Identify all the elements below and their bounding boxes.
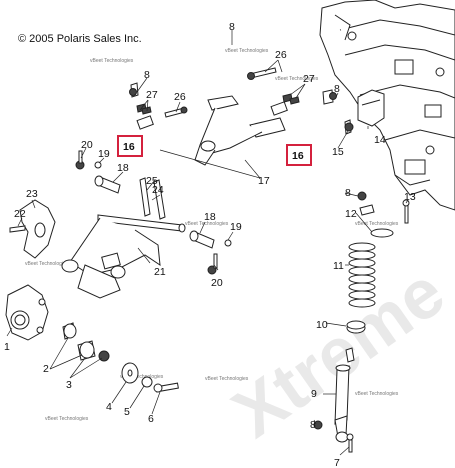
callout-13: 13: [404, 191, 416, 203]
callout-3: 3: [66, 379, 72, 391]
callout-14: 14: [374, 134, 386, 146]
callout-1: 1: [4, 341, 10, 353]
leader-lines: [6, 30, 409, 456]
watermark-small: vBeet Technologies: [25, 261, 69, 267]
callout-27-right: 27: [303, 73, 315, 85]
watermark-small: vBeet Technologies: [45, 416, 89, 422]
callout-6: 6: [148, 413, 154, 425]
callout-16-left: 16: [123, 141, 135, 153]
coil-spring-11: [348, 242, 376, 308]
bearing-carrier-1: [5, 284, 49, 341]
callout-8-shock: 8: [345, 187, 351, 199]
callout-26-left: 26: [174, 91, 186, 103]
callout-11: 11: [333, 260, 344, 272]
bolts-and-nuts: [75, 88, 354, 275]
callout-4: 4: [106, 401, 112, 413]
callout-8-mid: 8: [334, 83, 340, 95]
callout-23: 23: [26, 188, 38, 200]
callout-27-left: 27: [146, 89, 158, 101]
callout-22: 22: [14, 208, 26, 220]
watermark-small: vBeet Technologies: [275, 76, 319, 82]
callout-8-top: 8: [229, 21, 235, 33]
frame-assembly: [319, 0, 455, 211]
callout-15: 15: [332, 146, 344, 158]
callout-20-left: 20: [81, 139, 93, 151]
watermark-small: vBeet Technologies: [185, 221, 229, 227]
callout-8-left: 8: [144, 69, 150, 81]
callout-25: 25: [146, 175, 158, 187]
callout-10: 10: [316, 319, 328, 331]
bearing-kit-2-3: [62, 322, 110, 362]
callout-labels: 1 2 3 4 5 6 7 8 8 8 8 8 9 10 11 12 13 14…: [4, 21, 416, 468]
callout-18-right: 18: [204, 211, 216, 223]
watermark-small: vBeet Technologies: [355, 221, 399, 227]
watermark-small: vBeet Technologies: [120, 374, 164, 380]
callout-19-right: 19: [230, 221, 242, 233]
watermark-small: vBeet Technologies: [205, 376, 249, 382]
watermark-small: vBeet Technologies: [225, 48, 269, 54]
washer-nut-bolt-4-5-6: [121, 362, 179, 393]
callout-2: 2: [43, 363, 49, 375]
watermark-small: vBeet Technologies: [90, 58, 134, 64]
callout-16-right: 16: [292, 150, 304, 162]
pivot-bushings-18: [94, 175, 215, 249]
highlight-box-16-right: [286, 144, 312, 166]
callout-17: 17: [258, 175, 270, 187]
callout-26-right: 26: [275, 49, 287, 61]
watermark-small: vBeet Technologies: [355, 391, 399, 397]
watermarks-small: vBeet Technologies vBeet Technologies vB…: [25, 48, 399, 422]
callout-9: 9: [311, 388, 317, 400]
callout-5: 5: [124, 406, 130, 418]
callout-24: 24: [152, 184, 164, 196]
stabilizer-bracket-23: [9, 199, 56, 259]
callout-18-left: 18: [117, 162, 129, 174]
shock-absorber-assembly: [313, 191, 410, 453]
callout-21: 21: [154, 266, 166, 278]
callout-20-right: 20: [211, 277, 223, 289]
callout-7: 7: [334, 457, 340, 468]
bracket-14: [357, 89, 385, 127]
callout-19-left: 19: [98, 148, 110, 160]
callout-12: 12: [345, 208, 357, 220]
highlight-box-16-left: [117, 135, 143, 157]
callout-8-bottom: 8: [310, 419, 316, 431]
copyright-text: © 2005 Polaris Sales Inc.: [18, 33, 142, 45]
upper-arm-hardware: [130, 67, 352, 135]
upper-control-arm-17: [194, 95, 286, 166]
lower-control-arm-21: [61, 177, 186, 299]
